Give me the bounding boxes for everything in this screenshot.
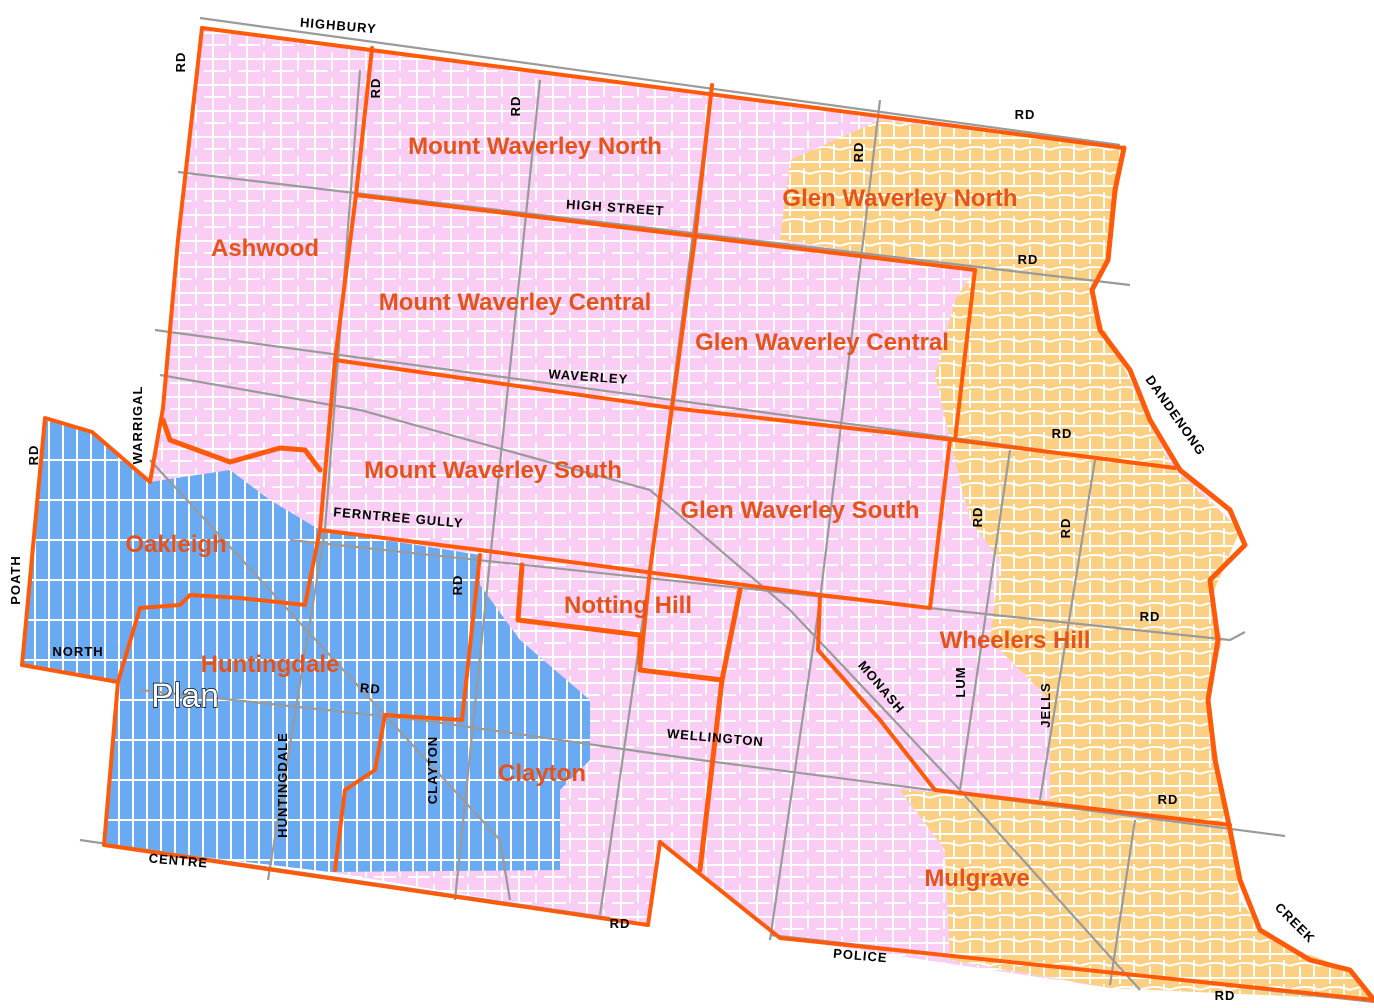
road-label-highbury: HIGHBURY <box>299 15 377 37</box>
road-label-rd-3: RD <box>508 96 523 117</box>
road-label-huntingdale: HUNTINGDALE <box>275 732 290 838</box>
road-label-poath: POATH <box>8 555 23 605</box>
road-label-rd-11: RD <box>450 575 465 596</box>
road-label-clayton: CLAYTON <box>425 736 440 804</box>
label-glen-waverley-central: Glen Waverley Central <box>695 329 949 356</box>
road-label-rd-10: RD <box>1058 518 1073 539</box>
road-label-centre: CENTRE <box>148 850 209 870</box>
road-label-rd-7: RD <box>26 445 41 466</box>
label-glen-waverley-north: Glen Waverley North <box>782 185 1017 212</box>
road-label-rd-15: RD <box>610 916 631 931</box>
road-label-rd-13: RD <box>359 680 381 697</box>
road-label-rd-14: RD <box>1158 792 1179 807</box>
road-label-north: NORTH <box>52 644 103 659</box>
label-wheelers-hill: Wheelers Hill <box>940 627 1091 654</box>
road-label-rd-9: RD <box>970 507 985 528</box>
label-mount-waverley-south: Mount Waverley South <box>364 457 622 484</box>
label-mount-waverley-central: Mount Waverley Central <box>379 289 652 316</box>
road-label-warrigal: WARRIGAL <box>130 386 145 465</box>
road-label-rd-12: RD <box>1140 609 1161 624</box>
suburb-labels: Mount Waverley North Glen Waverley North… <box>125 133 1090 892</box>
road-label-high-street: HIGH STREET <box>566 197 665 219</box>
road-label-rd-highbury: RD <box>173 52 188 73</box>
label-clayton: Clayton <box>498 760 586 787</box>
road-label-rd-2: RD <box>368 78 383 99</box>
road-label-police: POLICE <box>833 946 889 966</box>
zone-fills <box>22 28 1374 1000</box>
road-label-rd-4: RD <box>851 142 866 163</box>
road-label-lum: LUM <box>953 666 968 697</box>
road-label-rd-16: RD <box>1215 988 1236 1003</box>
label-mount-waverley-north: Mount Waverley North <box>408 133 662 160</box>
suburb-boundaries <box>20 26 1374 1003</box>
road-label-jells: JELLS <box>1038 682 1053 727</box>
road-label-rd-8: RD <box>1052 426 1073 441</box>
plan-label: Plan <box>151 677 219 715</box>
label-glen-waverley-south: Glen Waverley South <box>680 497 919 524</box>
label-notting-hill: Notting Hill <box>564 592 692 619</box>
road-label-rd-6: RD <box>1018 252 1039 267</box>
orange-zone-east <box>900 440 1374 1000</box>
road-label-rd-5: RD <box>1015 107 1036 122</box>
label-oakleigh: Oakleigh <box>125 531 226 558</box>
orange-zone-north <box>780 120 1170 465</box>
label-huntingdale: Huntingdale <box>201 651 340 678</box>
label-mulgrave: Mulgrave <box>924 865 1029 892</box>
road-label-waverley: WAVERLEY <box>548 366 629 387</box>
label-ashwood: Ashwood <box>211 235 319 262</box>
